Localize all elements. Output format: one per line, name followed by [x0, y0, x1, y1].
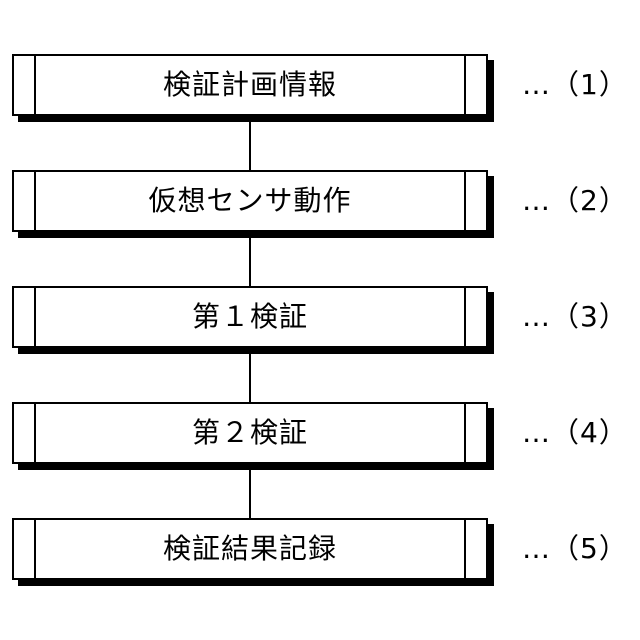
process-box-virtual-sensor: 仮想センサ動作: [12, 170, 488, 232]
process-label: 第１検証: [14, 303, 486, 331]
connector-line: [249, 238, 251, 286]
process-label: 検証結果記録: [14, 535, 486, 563]
process-box-verification-plan: 検証計画情報: [12, 54, 488, 116]
step-reference-label: …（2）: [522, 187, 640, 215]
process-box-result-recording: 検証結果記録: [12, 518, 488, 580]
step-reference-label: …（3）: [522, 303, 640, 331]
process-label: 第２検証: [14, 419, 486, 447]
process-box-first-verification: 第１検証: [12, 286, 488, 348]
process-box-second-verification: 第２検証: [12, 402, 488, 464]
step-reference-label: …（4）: [522, 419, 640, 447]
process-label: 検証計画情報: [14, 71, 486, 99]
step-reference-label: …（1）: [522, 71, 640, 99]
connector-line: [249, 470, 251, 518]
process-label: 仮想センサ動作: [14, 187, 486, 215]
connector-line: [249, 354, 251, 402]
step-reference-label: …（5）: [522, 535, 640, 563]
connector-line: [249, 122, 251, 170]
